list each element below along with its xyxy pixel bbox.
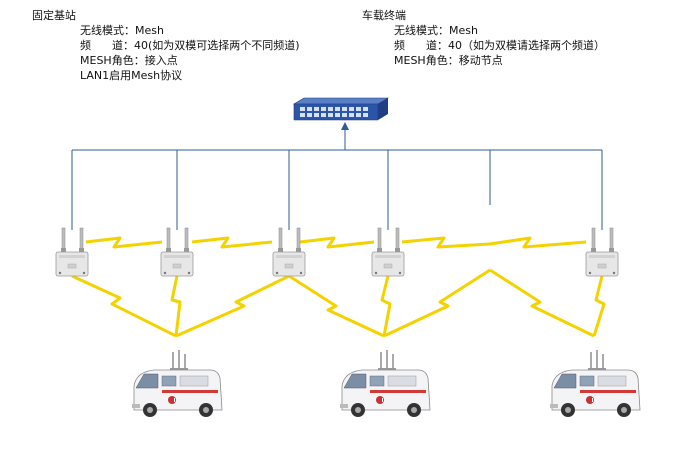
vehicle-role-value: 移动节点 [458, 54, 503, 67]
wireless-mesh-links [71, 236, 606, 338]
vehicle-mode-value: Mesh [449, 24, 478, 37]
vehicle-terminal-info: 车载终端 无线模式：Mesh 频 道：40（如为双模请选择两个频道） MESH角… [362, 8, 605, 68]
fixed-mode-label: 无线模式： [80, 24, 135, 37]
fixed-station-line-channel: 频 道：40(如为双模可选择两个不同频道) [32, 38, 300, 53]
fixed-station-line-lan: LAN1启用Mesh协议 [32, 68, 300, 83]
wireless-access-point-icon [160, 227, 194, 277]
vehicle-channel-value: 40（如为双模请选择两个频道） [447, 39, 605, 52]
fixed-station-line-mode: 无线模式：Mesh [32, 23, 300, 38]
fixed-role-label: MESH角色： [80, 54, 145, 67]
vehicle-mode-label: 无线模式： [394, 24, 449, 37]
network-switch-icon [292, 97, 390, 121]
vehicle-terminal-van-icon [339, 349, 431, 418]
wired-connections [71, 122, 603, 230]
wireless-access-point-icon [585, 227, 619, 277]
vehicle-channel-label: 频 道： [394, 39, 448, 52]
fixed-channel-label: 频 道： [80, 39, 134, 52]
fixed-lan-value: LAN1启用Mesh协议 [80, 69, 183, 82]
vehicle-line-mode: 无线模式：Mesh [362, 23, 605, 38]
vehicle-line-channel: 频 道：40（如为双模请选择两个频道） [362, 38, 605, 53]
vehicle-terminal-van-icon [549, 349, 641, 418]
vehicle-terminal-title: 车载终端 [362, 9, 406, 22]
fixed-mode-value: Mesh [135, 24, 164, 37]
wireless-access-point-icon [55, 227, 89, 277]
fixed-station-line-role: MESH角色：接入点 [32, 53, 300, 68]
vehicle-terminal-van-icon [131, 349, 223, 418]
fixed-channel-value: 40(如为双模可选择两个不同频道) [133, 39, 300, 52]
vehicle-role-label: MESH角色： [394, 54, 459, 67]
fixed-role-value: 接入点 [144, 54, 178, 67]
fixed-station-info: 固定基站 无线模式：Mesh 频 道：40(如为双模可选择两个不同频道) MES… [32, 8, 300, 83]
vehicle-line-role: MESH角色：移动节点 [362, 53, 605, 68]
wireless-access-point-icon [272, 227, 306, 277]
fixed-station-title: 固定基站 [32, 9, 76, 22]
wireless-access-point-icon [371, 227, 405, 277]
